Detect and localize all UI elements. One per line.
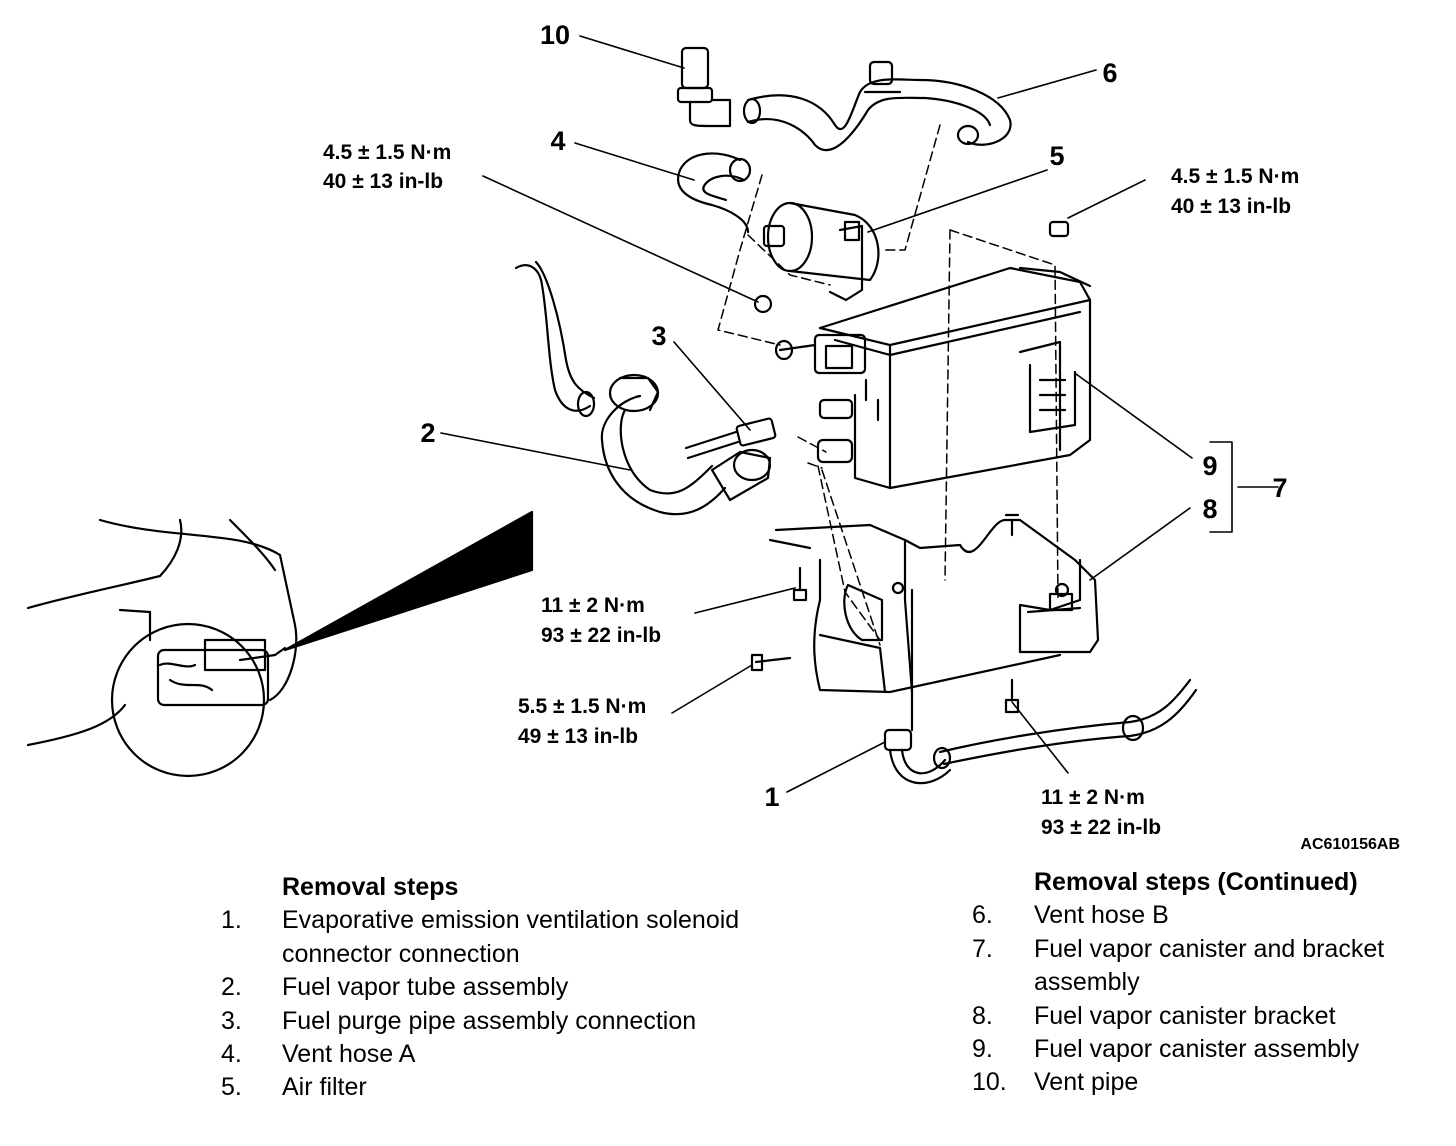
solenoid-connector — [883, 588, 1198, 785]
air-filter — [762, 201, 880, 302]
list-item: 1. Evaporative emission ventilation sole… — [221, 904, 741, 971]
step-number: 4. — [221, 1040, 242, 1069]
removal-steps-right: Removal steps (Continued) 6. Vent hose B… — [972, 866, 1442, 1100]
step-text: Fuel vapor tube assembly — [282, 973, 569, 1002]
step-text: Fuel vapor canister bracket — [1034, 1001, 1336, 1030]
list-item: 6. Vent hose B — [972, 899, 1442, 932]
torque-mid-left-inlb: 93 ± 22 in-lb — [541, 624, 661, 647]
step-number: 3. — [221, 1006, 242, 1035]
leader-lines — [440, 35, 1279, 793]
torque-bottom-nm: 11 ± 2 N·m — [1041, 786, 1145, 809]
fuel-vapor-tube-assembly — [514, 260, 772, 516]
torque-low-left-nm: 5.5 ± 1.5 N·m — [518, 695, 646, 718]
assembly-dashed-lines — [717, 124, 1059, 646]
step-text: Fuel vapor canister and bracket assembly — [1034, 934, 1385, 997]
callout-8: 8 — [1202, 494, 1217, 524]
torque-top-right-nm: 4.5 ± 1.5 N·m — [1171, 165, 1299, 188]
callout-4: 4 — [550, 126, 565, 156]
step-text: Vent pipe — [1034, 1068, 1139, 1097]
callout-6: 6 — [1102, 58, 1117, 88]
vent-hose-a — [677, 152, 752, 234]
step-text: Vent hose B — [1034, 901, 1169, 930]
step-number: 8. — [972, 1001, 993, 1030]
torque-top-left-inlb: 40 ± 13 in-lb — [323, 170, 443, 193]
torque-top-left-nm: 4.5 ± 1.5 N·m — [323, 141, 451, 164]
removal-steps-continued-heading: Removal steps (Continued) — [1034, 868, 1358, 896]
vent-pipe — [676, 46, 732, 128]
step-text: Air filter — [282, 1073, 367, 1102]
list-item: 5. Air filter — [221, 1071, 741, 1104]
callout-7: 7 — [1272, 473, 1287, 503]
list-item: 10. Vent pipe — [972, 1066, 1442, 1099]
fuel-vapor-canister-bracket — [768, 518, 1100, 694]
list-item: 7. Fuel vapor canister and bracket assem… — [972, 933, 1442, 1000]
callout-1: 1 — [764, 782, 779, 812]
callout-9: 9 — [1202, 451, 1217, 481]
torque-mid-left-nm: 11 ± 2 N·m — [541, 594, 645, 617]
removal-steps-left: Removal steps 1. Evaporative emission ve… — [221, 871, 741, 1105]
torque-low-left-inlb: 49 ± 13 in-lb — [518, 725, 638, 748]
torque-top-right-inlb: 40 ± 13 in-lb — [1171, 195, 1291, 218]
exploded-parts-diagram: 10 6 4 5 3 2 9 8 7 1 4.5 ± 1.5 N·m 40 ± … — [26, 20, 1400, 853]
step-text: Fuel vapor canister assembly — [1034, 1035, 1360, 1064]
callout-10: 10 — [540, 20, 570, 50]
figure-id: AC610156AB — [1300, 836, 1400, 853]
step-number: 7. — [972, 934, 993, 963]
step-number: 5. — [221, 1073, 242, 1102]
step-number: 10. — [972, 1068, 1007, 1097]
removal-steps-heading: Removal steps — [282, 873, 459, 901]
list-item: 2. Fuel vapor tube assembly — [221, 971, 741, 1004]
step-text: Fuel purge pipe assembly connection — [282, 1006, 697, 1035]
list-item: 4. Vent hose A — [221, 1038, 741, 1071]
callout-5: 5 — [1049, 141, 1064, 171]
step-text: Vent hose A — [282, 1040, 416, 1069]
list-item: 9. Fuel vapor canister assembly — [972, 1033, 1442, 1066]
fasteners — [750, 220, 1070, 714]
vent-hose-b — [742, 60, 1012, 152]
step-number: 1. — [221, 906, 242, 935]
list-item: 8. Fuel vapor canister bracket — [972, 1000, 1442, 1033]
vehicle-location-inset — [26, 510, 534, 778]
step-number: 6. — [972, 901, 993, 930]
list-item: 3. Fuel purge pipe assembly connection — [221, 1005, 741, 1038]
step-number: 2. — [221, 973, 242, 1002]
torque-bottom-inlb: 93 ± 22 in-lb — [1041, 816, 1161, 839]
fuel-vapor-canister — [774, 266, 1092, 490]
fuel-purge-pipe — [684, 417, 777, 460]
step-text: Evaporative emission ventilation solenoi… — [282, 906, 740, 968]
step-number: 9. — [972, 1035, 993, 1064]
callout-2: 2 — [420, 418, 435, 448]
callout-3: 3 — [651, 321, 666, 351]
